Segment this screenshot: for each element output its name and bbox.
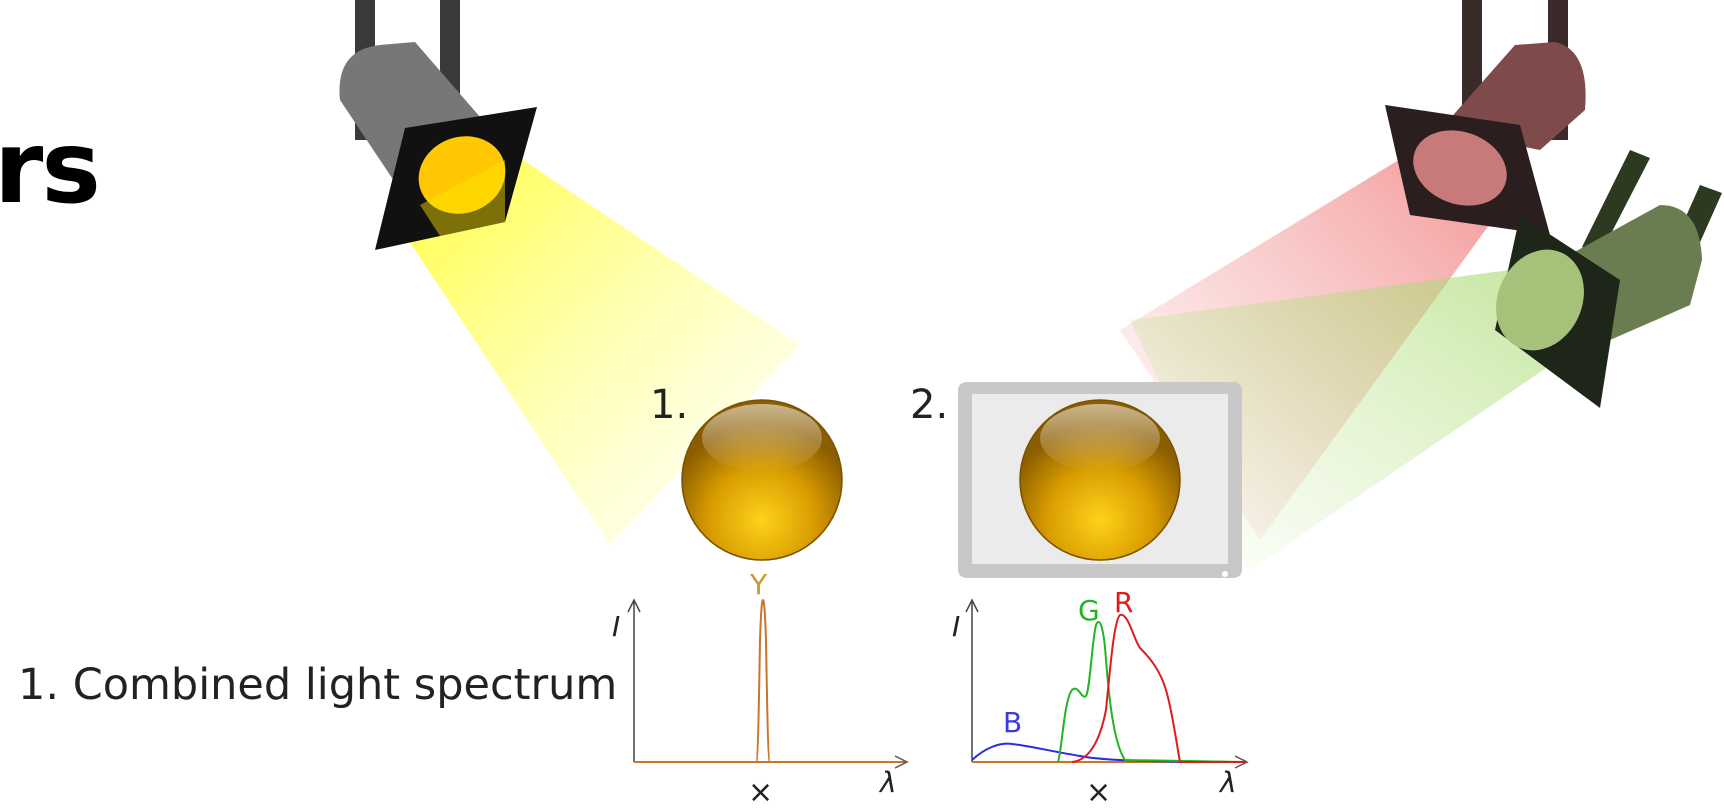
green-spotlight: [1495, 150, 1722, 408]
panel-2-x-label: λ: [1218, 766, 1237, 799]
panel-1-x-label: λ: [878, 766, 897, 799]
panel-2-peak-R-label: R: [1114, 586, 1133, 619]
panel-2-spectrum-R: [1071, 613, 1245, 763]
panel-1-sphere: [681, 399, 843, 561]
panel-1-y-label: I: [612, 610, 620, 643]
panel-1-peak-Y-label: Y: [749, 568, 768, 601]
panel-2-number: 2.: [910, 382, 948, 428]
panel-1-number: 1.: [650, 382, 688, 428]
caption-text: 1. Combined light spectrum: [18, 660, 618, 710]
panel-2: 2. I λ × B: [910, 382, 1249, 808]
panel-2-y-label: I: [952, 610, 960, 643]
panel-2-sphere: [1019, 399, 1181, 561]
yellow-spotlight: [339, 0, 537, 250]
panel-2-spectrum-G: [1057, 621, 1246, 763]
panel-1: 1. I λ × Y: [612, 382, 909, 808]
panel-1-spectrum-Y: [755, 598, 771, 763]
panel-2-marker: ×: [1086, 775, 1111, 808]
panel-2-peak-B-label: B: [1003, 706, 1022, 739]
panel-1-marker: ×: [748, 775, 773, 808]
panel-2-spectrum-B: [971, 742, 1246, 763]
red-spotlight: [1385, 0, 1586, 235]
panel-2-peak-G-label: G: [1078, 594, 1100, 627]
slide-title-fragment: rs: [0, 109, 101, 226]
green-light-beam: [1130, 270, 1580, 570]
